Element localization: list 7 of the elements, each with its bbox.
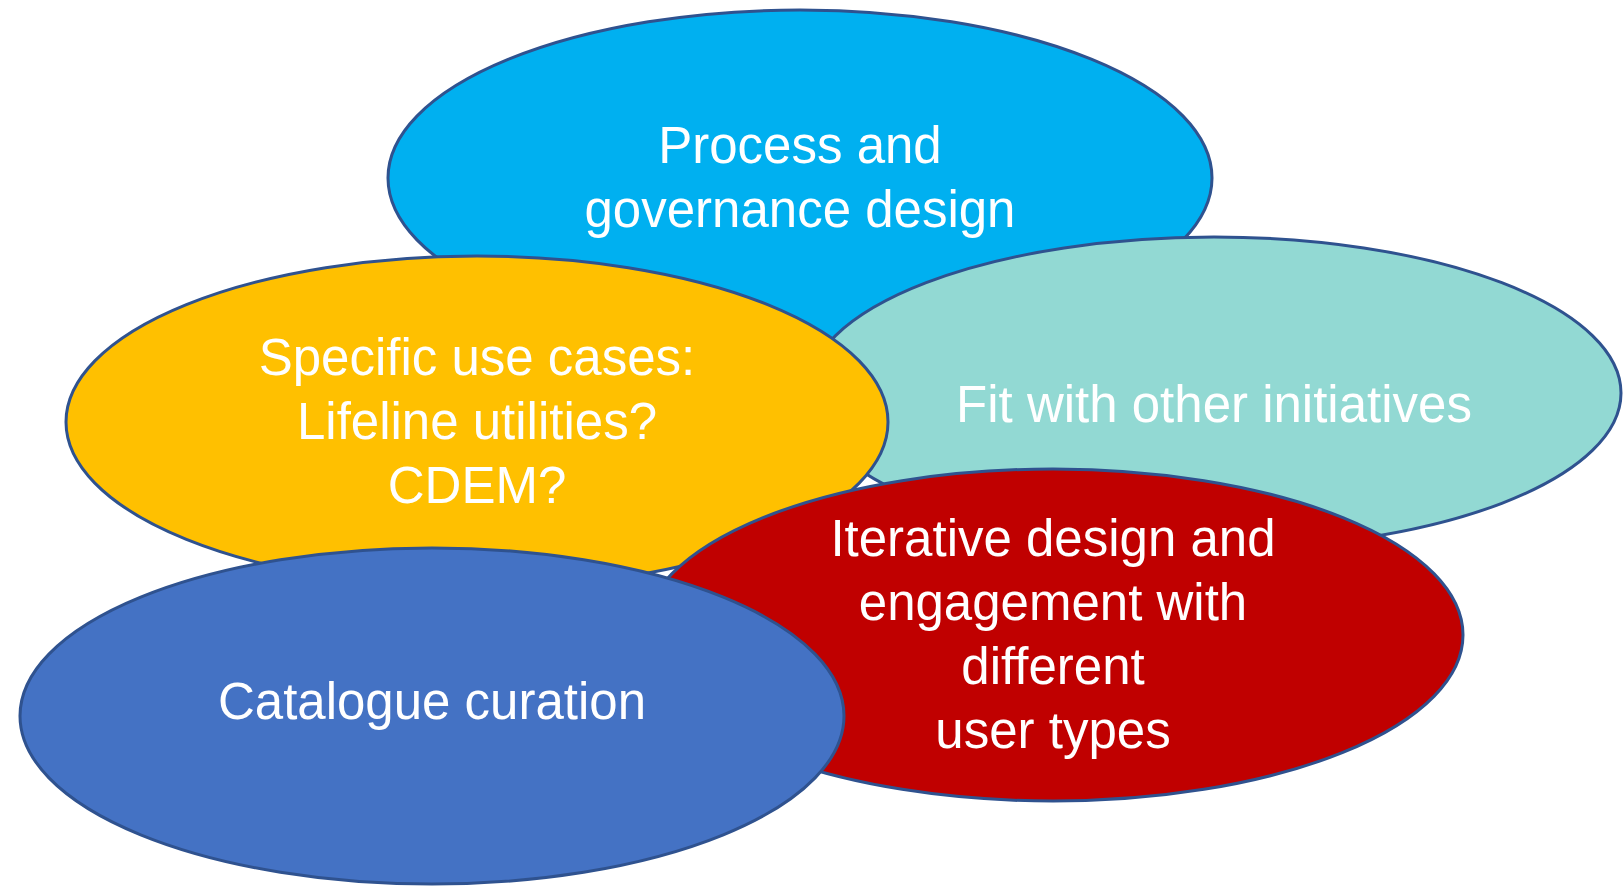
ellipse-label: Fit with other initiatives: [956, 375, 1472, 435]
ellipse-label: Catalogue curation: [217, 672, 647, 732]
ellipse-label: user types: [935, 701, 1171, 761]
ellipse-label: CDEM?: [387, 456, 567, 516]
ellipse-label: Lifeline utilities?: [296, 392, 657, 452]
ellipse-label: Specific use cases:: [258, 328, 696, 388]
ellipse-label: Process and governance design: [583, 116, 1017, 240]
